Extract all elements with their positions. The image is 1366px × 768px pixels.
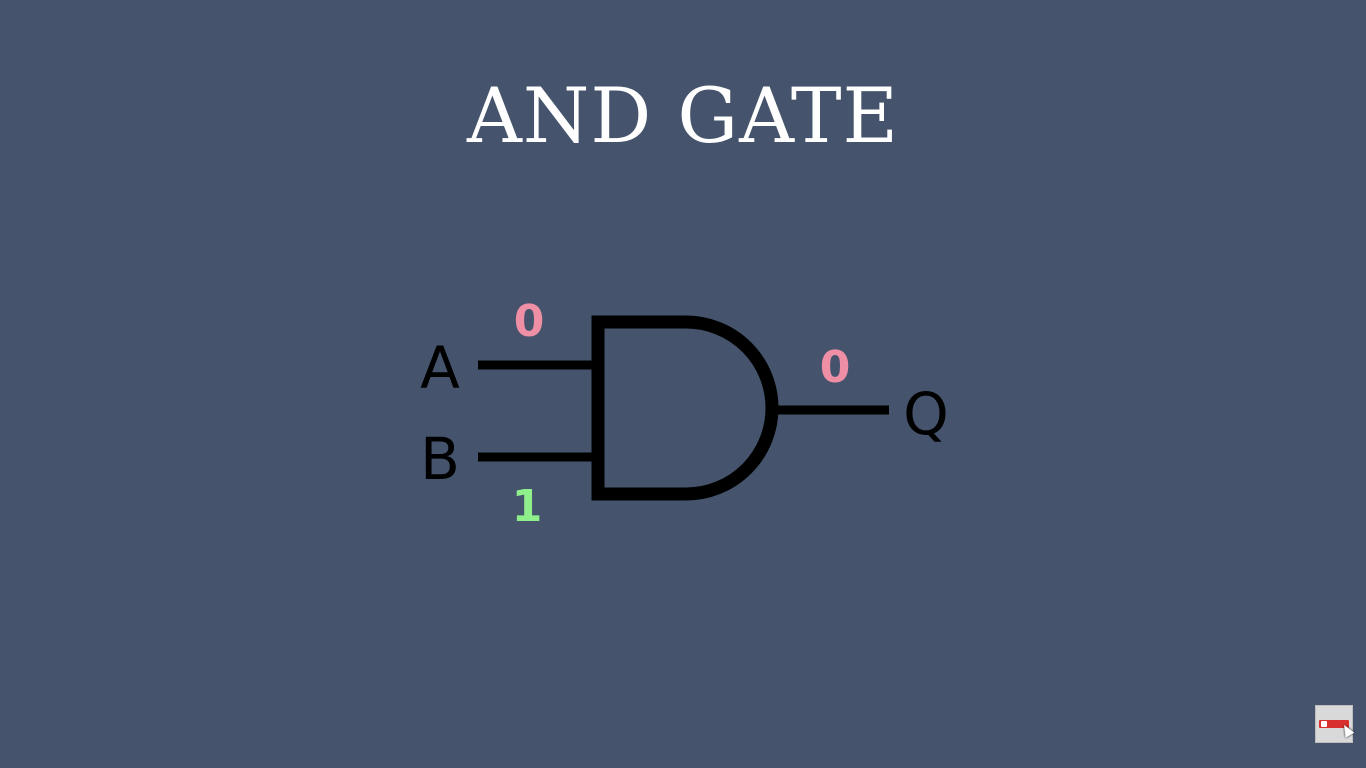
youtube-subscribe-icon[interactable]: [1315, 705, 1355, 743]
and-gate-body: [591, 315, 779, 501]
page-title: AND GATE: [466, 71, 900, 160]
input-b-label: B: [420, 425, 460, 493]
subscribe-button-icon: [1319, 720, 1349, 728]
input-b-value: 1: [512, 481, 543, 532]
output-q-value: 0: [820, 342, 851, 393]
cursor-icon: [1339, 722, 1355, 738]
play-icon: [1321, 721, 1327, 727]
output-q-label: Q: [903, 380, 949, 448]
input-a-label: A: [420, 334, 460, 402]
input-a-value: 0: [514, 296, 545, 347]
